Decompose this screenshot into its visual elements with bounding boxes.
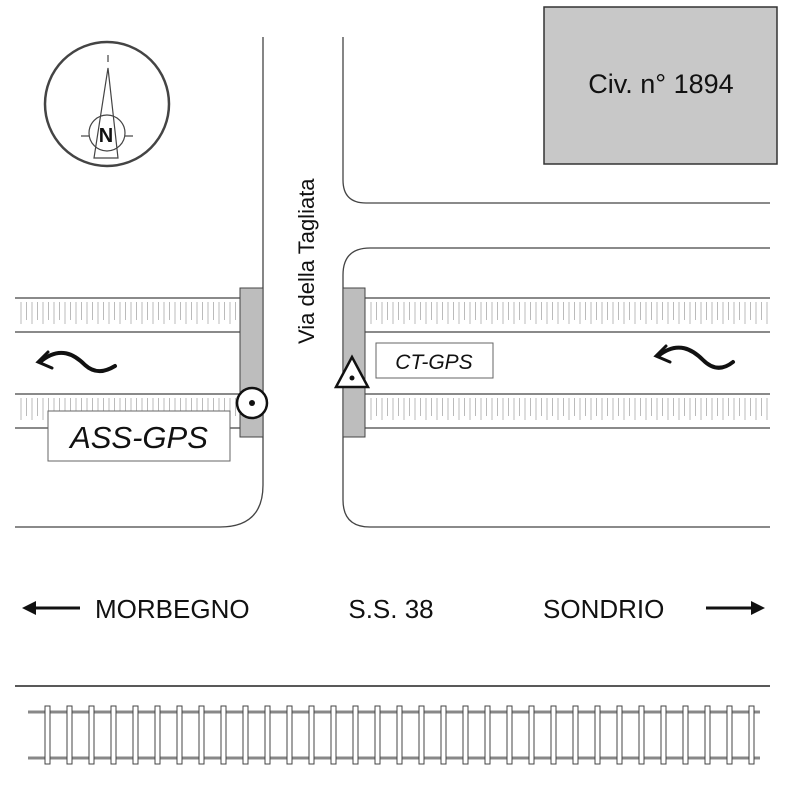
ass-gps-label: ASS-GPS xyxy=(68,420,208,455)
rail-sleeper xyxy=(198,705,205,765)
ct-gps-label: CT-GPS xyxy=(395,351,472,374)
road-label: S.S. 38 xyxy=(348,594,433,624)
traffic-arrow-right-lane-icon xyxy=(653,344,735,370)
railway xyxy=(28,705,760,765)
rail-sleeper xyxy=(286,705,293,765)
north-arrow-icon: N xyxy=(43,40,171,168)
west-label: MORBEGNO xyxy=(95,594,250,624)
rail-sleeper xyxy=(682,705,689,765)
arrow-right-icon xyxy=(706,601,765,615)
rail-sleeper xyxy=(506,705,513,765)
traffic-arrow-left-icon xyxy=(35,350,117,374)
rail-sleeper xyxy=(44,705,51,765)
compass-letter: N xyxy=(99,125,113,147)
rail-sleeper xyxy=(88,705,95,765)
rail-sleeper xyxy=(330,705,337,765)
rail-sleeper xyxy=(726,705,733,765)
rail-sleeper xyxy=(440,705,447,765)
rail-sleeper xyxy=(66,705,73,765)
rail-sleeper xyxy=(308,705,315,765)
rail-sleeper xyxy=(616,705,623,765)
rail-sleeper xyxy=(352,705,359,765)
rail-sleeper xyxy=(154,705,161,765)
rail-sleeper xyxy=(396,705,403,765)
triangle-dot-icon xyxy=(333,354,371,389)
rail-sleeper xyxy=(660,705,667,765)
building-label: Civ. n° 1894 xyxy=(588,69,733,99)
arrow-left-icon xyxy=(22,601,80,615)
rail-sleeper xyxy=(550,705,557,765)
rail-sleeper xyxy=(528,705,535,765)
rail-sleeper xyxy=(176,705,183,765)
rail-sleeper xyxy=(220,705,227,765)
rail-sleeper xyxy=(638,705,645,765)
sidewalks xyxy=(15,297,770,429)
rail-sleeper xyxy=(374,705,381,765)
rail-sleeper xyxy=(264,705,271,765)
rail-sleeper xyxy=(594,705,601,765)
east-label: SONDRIO xyxy=(543,594,664,624)
ct-gps-sensor: CT-GPS xyxy=(333,342,494,389)
rail-sleeper xyxy=(132,705,139,765)
rail-sleeper xyxy=(572,705,579,765)
rail-sleeper xyxy=(242,705,249,765)
rail-sleeper xyxy=(462,705,469,765)
ass-gps-sensor: ASS-GPS xyxy=(47,386,269,462)
street-name: Via della Tagliata xyxy=(294,178,319,344)
rail-sleeper xyxy=(748,705,755,765)
rail-sleeper xyxy=(110,705,117,765)
rail-sleeper xyxy=(484,705,491,765)
rail-sleeper xyxy=(704,705,711,765)
building: Civ. n° 1894 xyxy=(543,6,778,165)
rail-sleeper xyxy=(418,705,425,765)
